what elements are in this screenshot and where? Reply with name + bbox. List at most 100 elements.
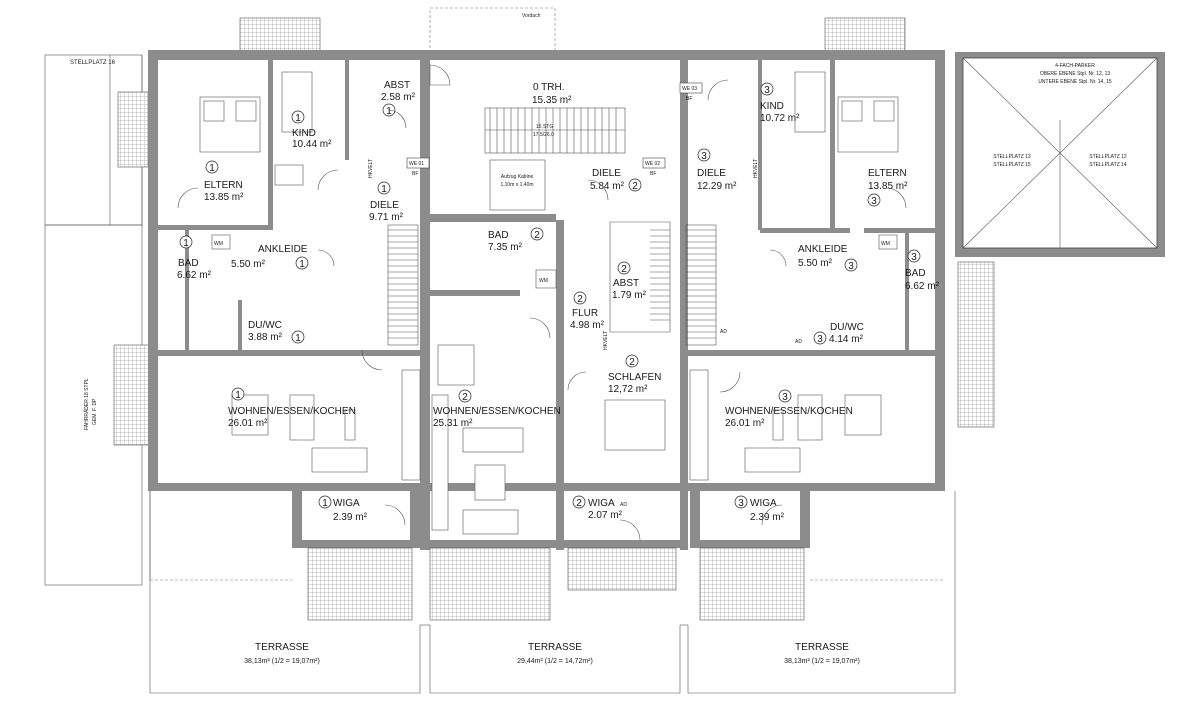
terrace-2-area: 29,44m² (1/2 = 14,72m²): [517, 658, 593, 665]
unit2-wiga-num: 2: [576, 498, 582, 509]
unit2-wohnen-area: 25.31 m²: [433, 418, 473, 429]
terrace-3-label: TERRASSE: [795, 642, 849, 653]
parker-upper: OBERE EBENE Stpl. Nr. 12, 13: [1040, 71, 1111, 77]
lift: [489, 159, 546, 211]
top-grate-unit3: [824, 17, 906, 54]
unit2-flur-area: 4.98 m²: [570, 320, 605, 331]
unit1-kind-area: 10.44 m²: [292, 139, 332, 150]
parker-right-2: STELLPLATZ 14: [1089, 162, 1127, 168]
unit1-ankleide-area: 5.50 m²: [231, 259, 266, 270]
stair-steps-2: 17,5/26,0: [533, 132, 554, 138]
doors: [177, 64, 907, 541]
unit3-ad-2: AD: [720, 329, 727, 335]
unit3-ad: AD: [795, 339, 802, 345]
unit2-diele-area: 5.84 m²: [590, 181, 625, 192]
unit1-eltern-num: 1: [209, 163, 215, 174]
unit3-bad-label: BAD: [905, 268, 926, 279]
unit2-abst-num: 2: [621, 264, 627, 275]
terrace-3-area: 38,13m² (1/2 = 19,07m²): [784, 658, 860, 665]
terrace-2-label: TERRASSE: [528, 642, 582, 653]
hkvelt-2: HKVELT: [603, 331, 609, 350]
terrace-grate-3: [699, 547, 805, 621]
unit2-wm: WM: [539, 278, 548, 284]
unit1-wiga-area: 2.39 m²: [333, 512, 368, 523]
unit3-kind-num: 3: [764, 85, 770, 96]
unit1-wohnen-label: WOHNEN/ESSEN/KOCHEN: [228, 406, 356, 417]
parker-area: 4-FACH-PARKER OBERE EBENE Stpl. Nr. 12, …: [955, 52, 1165, 428]
unit1-abst-area: 2.58 m²: [381, 92, 416, 103]
we03-label: WE 03: [682, 86, 697, 92]
unit1-duwc-area: 3.88 m²: [248, 332, 283, 343]
lift-label-1: Aufzug Kabine: [501, 174, 534, 180]
unit1-ankleide-num: 1: [299, 259, 305, 270]
bike-label-2: GEM. F. DP: [92, 398, 98, 425]
stairhall: 0 TRH. 15.35 m² 16 STG 17,5/26,0 WE 01 B…: [368, 82, 759, 350]
unit2-schlafen-num: 2: [629, 357, 635, 368]
we01-label: WE 01: [409, 161, 424, 167]
unit1-eltern-area: 13.85 m²: [204, 192, 244, 203]
unit2-wiga-area: 2.07 m²: [588, 510, 623, 521]
unit3-diele-num: 3: [701, 151, 707, 162]
unit3-kind-area: 10.72 m²: [760, 113, 800, 124]
unit1-kind-label: KIND: [292, 128, 316, 139]
stair-name: 0 TRH.: [533, 82, 565, 93]
unit2-schlafen-label: SCHLAFEN: [608, 372, 661, 383]
unit1-wm: WM: [214, 241, 223, 247]
unit3-bad-num: 3: [911, 252, 917, 263]
terrace-grate-1: [307, 547, 413, 621]
unit1-diele-num: 1: [381, 184, 387, 195]
unit1-bad-label: BAD: [178, 258, 199, 269]
unit3-eltern-label: ELTERN: [868, 168, 907, 179]
unit3-ankleide-label: ANKLEIDE: [798, 244, 848, 255]
unit1-duwc-num: 1: [295, 333, 301, 344]
unit1-abst-label: ABST: [384, 80, 410, 91]
unit-2: DIELE 5.84 m² 2 BAD 2 7.35 m² WM 2 ABST …: [433, 168, 661, 521]
vordach-label: Vordach: [522, 13, 541, 19]
unit1-diele-label: DIELE: [370, 200, 399, 211]
unit3-wohnen-area: 26.01 m²: [725, 418, 765, 429]
hkvelt-1: HKVELT: [368, 159, 374, 178]
unit3-diele-label: DIELE: [697, 168, 726, 179]
carport-title: STELLPLATZ 16: [70, 60, 116, 66]
we03-bf: BF: [686, 96, 692, 102]
parker-left-2: STELLPLATZ 15: [993, 162, 1031, 168]
terrace-1-label: TERRASSE: [255, 642, 309, 653]
unit1-eltern-label: ELTERN: [204, 180, 243, 191]
unit1-wiga-label: WIGA: [333, 498, 360, 509]
we01-bf: BF: [412, 171, 418, 177]
terraces: [149, 491, 956, 694]
unit3-wm: WM: [881, 241, 890, 247]
unit3-kind-label: KIND: [760, 101, 784, 112]
parker-lower: UNTERE EBENE Stpl. Nr. 14, 15: [1038, 79, 1112, 85]
we02-label: WE 02: [645, 161, 660, 167]
unit1-wohnen-num: 1: [235, 390, 241, 401]
unit1-wiga-num: 1: [322, 498, 328, 509]
unit3-wiga-label: WIGA: [750, 498, 777, 509]
unit2-diele-label: DIELE: [592, 168, 621, 179]
unit2-abst-label: ABST: [613, 278, 639, 289]
unit2-wiga-label: WIGA: [588, 498, 615, 509]
unit2-flur-label: FLUR: [572, 308, 598, 319]
terrace-grate-2: [429, 547, 551, 621]
terrace-labels: TERRASSE 38,13m² (1/2 = 19,07m²) TERRASS…: [244, 642, 860, 665]
unit3-duwc-num: 3: [817, 334, 823, 345]
east-balcony-grate: [957, 261, 995, 428]
unit2-ad: AD: [620, 502, 627, 508]
unit1-duwc-label: DU/WC: [248, 320, 282, 331]
unit2-diele-num: 2: [632, 181, 638, 192]
bike-label: FAHRRÄDER 18 STPL: [83, 378, 90, 430]
unit1-abst-num: 1: [386, 106, 392, 117]
unit2-bad-num: 2: [534, 230, 540, 241]
unit1-kind-num: 1: [295, 113, 301, 124]
unit3-diele-area: 12.29 m²: [697, 181, 737, 192]
unit2-schlafen-area: 12,72 m²: [608, 384, 648, 395]
lift-label-2: 1,10m x 1,40m: [500, 182, 533, 188]
stairs: [387, 107, 717, 346]
terrace-1-area: 38,13m² (1/2 = 19,07m²): [244, 658, 320, 665]
unit2-flur-num: 2: [577, 294, 583, 305]
we02-bf: BF: [650, 171, 656, 177]
unit3-ankleide-area: 5.50 m²: [798, 258, 833, 269]
unit2-wohnen-num: 2: [462, 392, 468, 403]
unit3-wiga-area: 2.39 m²: [750, 512, 785, 523]
building-walls: [148, 50, 945, 550]
